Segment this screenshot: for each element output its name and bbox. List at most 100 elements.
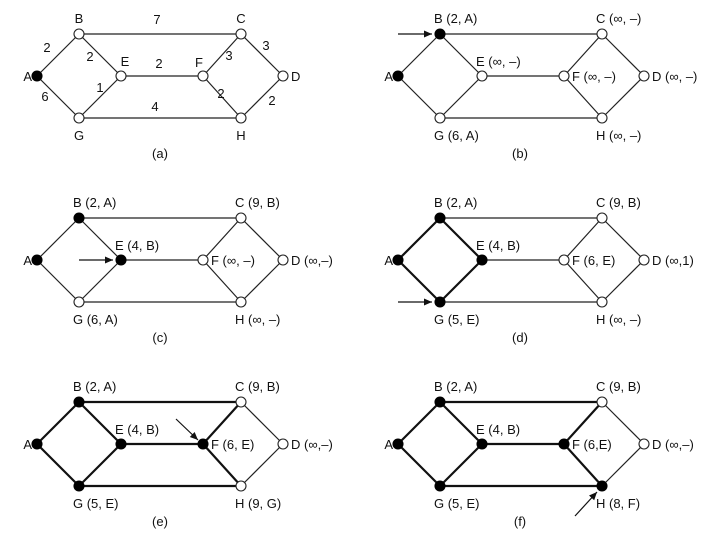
- node-label-b: B (2, A): [434, 11, 477, 26]
- node-label-a: A: [23, 69, 32, 84]
- edge-fh: [563, 259, 603, 303]
- edge-be: [439, 33, 483, 77]
- edge-fh: [202, 259, 242, 303]
- edge-ge: [78, 75, 122, 119]
- node-label-b: B (2, A): [434, 379, 477, 394]
- panel-b: AB (2, A)C (∞, –)D (∞, –)E (∞, –)F (∞, –…: [384, 11, 697, 161]
- node-label-h: H: [236, 128, 245, 143]
- edge-cf: [202, 217, 242, 261]
- edge-hd: [240, 443, 284, 487]
- edge-fh: [202, 443, 242, 487]
- node-label-d: D (∞,–): [652, 437, 694, 452]
- node-label-d: D (∞,1): [652, 253, 694, 268]
- panel-e: AB (2, A)C (9, B)D (∞,–)E (4, B)F (6, E)…: [23, 379, 332, 529]
- node-label-g: G: [74, 128, 84, 143]
- node-f: [197, 254, 209, 266]
- edge-hd: [601, 259, 645, 303]
- node-label-d: D: [291, 69, 300, 84]
- edge-weight-cf: 3: [225, 48, 232, 63]
- node-f: [197, 70, 209, 82]
- node-h: [596, 480, 608, 492]
- pointer-arrow-head: [189, 431, 198, 440]
- pointer-arrow-head: [424, 298, 432, 306]
- edge-ag: [36, 443, 80, 487]
- node-label-e: E (∞, –): [476, 54, 521, 69]
- edge-weight-hd: 2: [268, 93, 275, 108]
- node-label-c: C (9, B): [596, 379, 641, 394]
- node-label-c: C (9, B): [596, 195, 641, 210]
- node-h: [235, 112, 247, 124]
- node-label-a: A: [384, 69, 393, 84]
- edge-weight-fh: 2: [217, 86, 224, 101]
- edge-cd: [601, 33, 645, 77]
- edge-cd: [240, 33, 284, 77]
- node-g: [73, 296, 85, 308]
- node-c: [596, 396, 608, 408]
- node-label-f: F (6, E): [211, 437, 254, 452]
- node-a: [392, 70, 404, 82]
- node-h: [596, 112, 608, 124]
- node-label-f: F (6,E): [572, 437, 612, 452]
- node-label-h: H (9, G): [235, 496, 281, 511]
- edge-ab: [397, 217, 441, 261]
- panel-caption-d: (d): [512, 330, 528, 345]
- node-c: [596, 212, 608, 224]
- node-label-a: A: [23, 253, 32, 268]
- node-d: [277, 254, 289, 266]
- node-g: [434, 112, 446, 124]
- edge-ge: [78, 443, 122, 487]
- node-a: [31, 254, 43, 266]
- node-d: [638, 254, 650, 266]
- edge-cd: [601, 217, 645, 261]
- panel-caption-f: (f): [514, 514, 526, 529]
- node-label-g: G (5, E): [434, 496, 480, 511]
- edge-weight-ag: 6: [41, 89, 48, 104]
- node-e: [476, 438, 488, 450]
- node-label-d: D (∞, –): [652, 69, 697, 84]
- node-label-d: D (∞,–): [291, 437, 333, 452]
- edge-ab: [36, 217, 80, 261]
- edge-ge: [439, 259, 483, 303]
- node-label-c: C (∞, –): [596, 11, 641, 26]
- edge-ge: [78, 259, 122, 303]
- edge-weight-ab: 2: [43, 40, 50, 55]
- edge-hd: [240, 259, 284, 303]
- panel-d: AB (2, A)C (9, B)D (∞,1)E (4, B)F (6, E)…: [384, 195, 693, 345]
- node-label-b: B (2, A): [73, 379, 116, 394]
- node-a: [31, 438, 43, 450]
- node-label-a: A: [23, 437, 32, 452]
- edge-cd: [240, 401, 284, 445]
- node-h: [235, 296, 247, 308]
- edge-ag: [36, 259, 80, 303]
- node-e: [476, 254, 488, 266]
- edge-weight-be: 2: [86, 49, 93, 64]
- node-label-b: B: [75, 11, 84, 26]
- edge-cf: [563, 33, 603, 77]
- panel-f: AB (2, A)C (9, B)D (∞,–)E (4, B)F (6,E)G…: [384, 379, 693, 529]
- edge-be: [78, 33, 122, 77]
- edge-fh: [202, 75, 242, 119]
- edge-cd: [601, 401, 645, 445]
- node-label-h: H (8, F): [596, 496, 640, 511]
- node-d: [277, 438, 289, 450]
- node-label-f: F (∞, –): [211, 253, 255, 268]
- edge-ab: [397, 33, 441, 77]
- node-label-b: B (2, A): [73, 195, 116, 210]
- node-label-g: G (5, E): [434, 312, 480, 327]
- node-g: [73, 480, 85, 492]
- node-b: [434, 212, 446, 224]
- edge-weight-ef: 2: [155, 56, 162, 71]
- edge-ge: [439, 443, 483, 487]
- edge-cf: [202, 401, 242, 445]
- node-label-h: H (∞, –): [596, 312, 641, 327]
- node-label-f: F (6, E): [572, 253, 615, 268]
- pointer-arrow-head: [424, 30, 432, 38]
- pointer-arrow-head: [589, 492, 597, 501]
- edge-be: [439, 401, 483, 445]
- edge-fh: [563, 443, 603, 487]
- pointer-arrow-head: [105, 256, 113, 264]
- node-a: [31, 70, 43, 82]
- node-label-d: D (∞,–): [291, 253, 333, 268]
- edge-cf: [563, 401, 603, 445]
- node-label-g: G (6, A): [73, 312, 118, 327]
